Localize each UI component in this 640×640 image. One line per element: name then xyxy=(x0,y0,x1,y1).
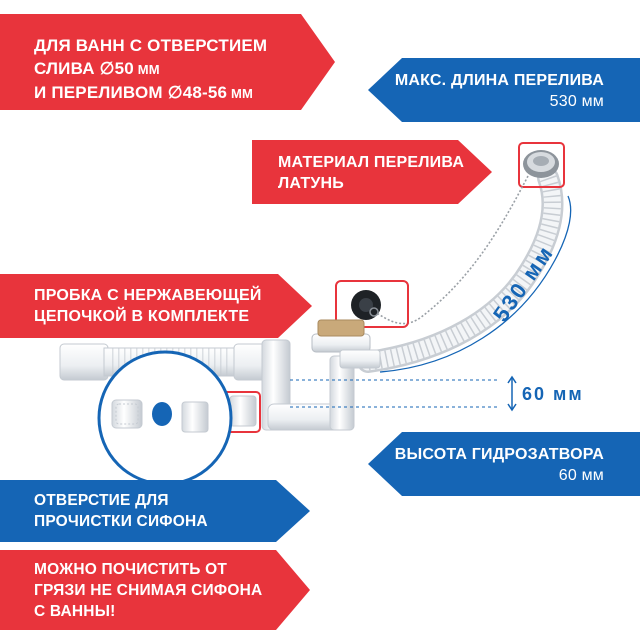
height-measurement: 60 мм xyxy=(522,384,584,404)
plug-chain xyxy=(374,175,529,325)
cleaning-hole-banner: ОТВЕРСТИЕ ДЛЯ ПРОЧИСТКИ СИФОНА xyxy=(0,480,310,542)
plug-line-1: ПРОБКА С НЕРЖАВЕЮЩЕЙ xyxy=(34,287,262,304)
overflow-diameter: ∅48-56 xyxy=(167,83,228,102)
cleaning-hole xyxy=(219,391,261,433)
seal-height-banner: ВЫСОТА ГИДРОЗАТВОРА 60 мм xyxy=(368,432,640,496)
drain-diameter: ∅50 xyxy=(99,59,134,78)
drain-spec-line-1: ДЛЯ ВАНН С ОТВЕРСТИЕМ xyxy=(34,36,268,55)
drain-spec-line-3-prefix: И ПЕРЕЛИВОМ xyxy=(34,83,168,102)
overflow-diameter-unit: мм xyxy=(227,86,254,101)
max-length-title: МАКС. ДЛИНА ПЕРЕЛИВА xyxy=(394,72,604,89)
overflow-hose xyxy=(357,167,564,373)
drain-spec-line-2: СЛИВА ∅50 мм xyxy=(34,57,335,81)
plug-banner: ПРОБКА С НЕРЖАВЕЮЩЕЙ ЦЕПОЧКОЙ В КОМПЛЕКТ… xyxy=(0,274,312,338)
overflow-cap-highlight xyxy=(518,142,565,188)
drain-plug xyxy=(335,280,409,328)
seal-height-title: ВЫСОТА ГИДРОЗАТВОРА xyxy=(394,446,604,463)
cleaning-hole-line-2: ПРОЧИСТКИ СИФОНА xyxy=(34,513,208,530)
detail-zoom-circle xyxy=(97,350,233,486)
drain-spec-line-2-prefix: СЛИВА xyxy=(34,59,100,78)
overflow-cap xyxy=(523,150,559,178)
cleaning-note-line-1: МОЖНО ПОЧИСТИТЬ ОТ xyxy=(34,561,228,578)
seal-height-value: 60 мм xyxy=(558,467,604,484)
cleaning-hole-line-1: ОТВЕРСТИЕ ДЛЯ xyxy=(34,492,169,509)
siphon-body xyxy=(261,319,381,431)
cleaning-note-line-3: С ВАННЫ! xyxy=(34,603,116,620)
max-length-banner: МАКС. ДЛИНА ПЕРЕЛИВА 530 мм xyxy=(368,58,640,122)
material-line-1: МАТЕРИАЛ ПЕРЕЛИВА xyxy=(278,154,465,171)
cleaning-note-line-2: ГРЯЗИ НЕ СНИМАЯ СИФОНА xyxy=(34,582,263,599)
max-length-value: 530 мм xyxy=(549,93,604,110)
cleaning-note-banner: МОЖНО ПОЧИСТИТЬ ОТ ГРЯЗИ НЕ СНИМАЯ СИФОН… xyxy=(0,550,310,630)
drain-spec-line-3: И ПЕРЕЛИВОМ ∅48-56 мм xyxy=(34,81,335,105)
length-dimension xyxy=(379,195,572,373)
material-banner: МАТЕРИАЛ ПЕРЕЛИВА ЛАТУНЬ xyxy=(252,140,492,204)
plug-line-2: ЦЕПОЧКОЙ В КОМПЛЕКТЕ xyxy=(34,308,250,325)
material-line-2: ЛАТУНЬ xyxy=(278,175,344,192)
height-dimension xyxy=(290,375,517,412)
drain-diameter-unit: мм xyxy=(133,62,160,77)
drain-spec-banner: ДЛЯ ВАНН С ОТВЕРСТИЕМ СЛИВА ∅50 мм И ПЕР… xyxy=(0,14,335,110)
